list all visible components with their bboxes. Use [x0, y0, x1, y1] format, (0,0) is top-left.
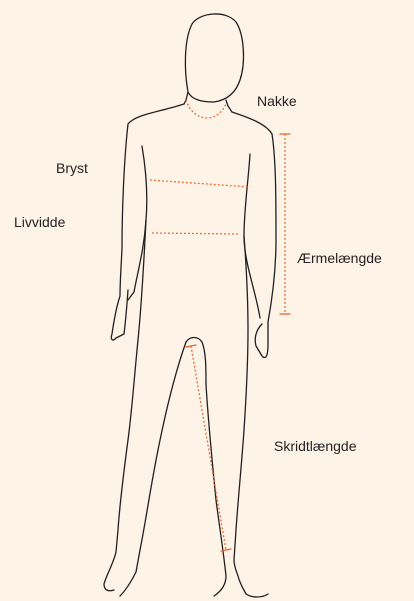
waist-label: Livvidde [14, 214, 65, 230]
neck-measure-line [186, 100, 226, 118]
left-leg-inner [120, 342, 186, 596]
right-arm-inner [244, 154, 260, 318]
sleeve-length-label: Ærmelængde [297, 250, 382, 266]
inseam-measure-line [191, 346, 226, 550]
chest-label: Bryst [56, 160, 88, 176]
right-arm-outer [232, 112, 276, 358]
head-outline [185, 14, 243, 102]
neck-right-line [226, 100, 232, 112]
left-arm-inner [128, 146, 147, 300]
left-leg-outer [104, 220, 146, 591]
neck-label: Nakke [257, 93, 297, 109]
left-arm-outer [111, 104, 184, 340]
right-leg-outer [234, 236, 248, 594]
waist-measure-line [152, 233, 240, 234]
neck-left-line [184, 92, 188, 104]
right-foot [246, 594, 268, 597]
chest-measure-line [150, 180, 250, 187]
right-leg-inner [206, 384, 226, 596]
inseam-label: Skridtlængde [274, 438, 357, 454]
